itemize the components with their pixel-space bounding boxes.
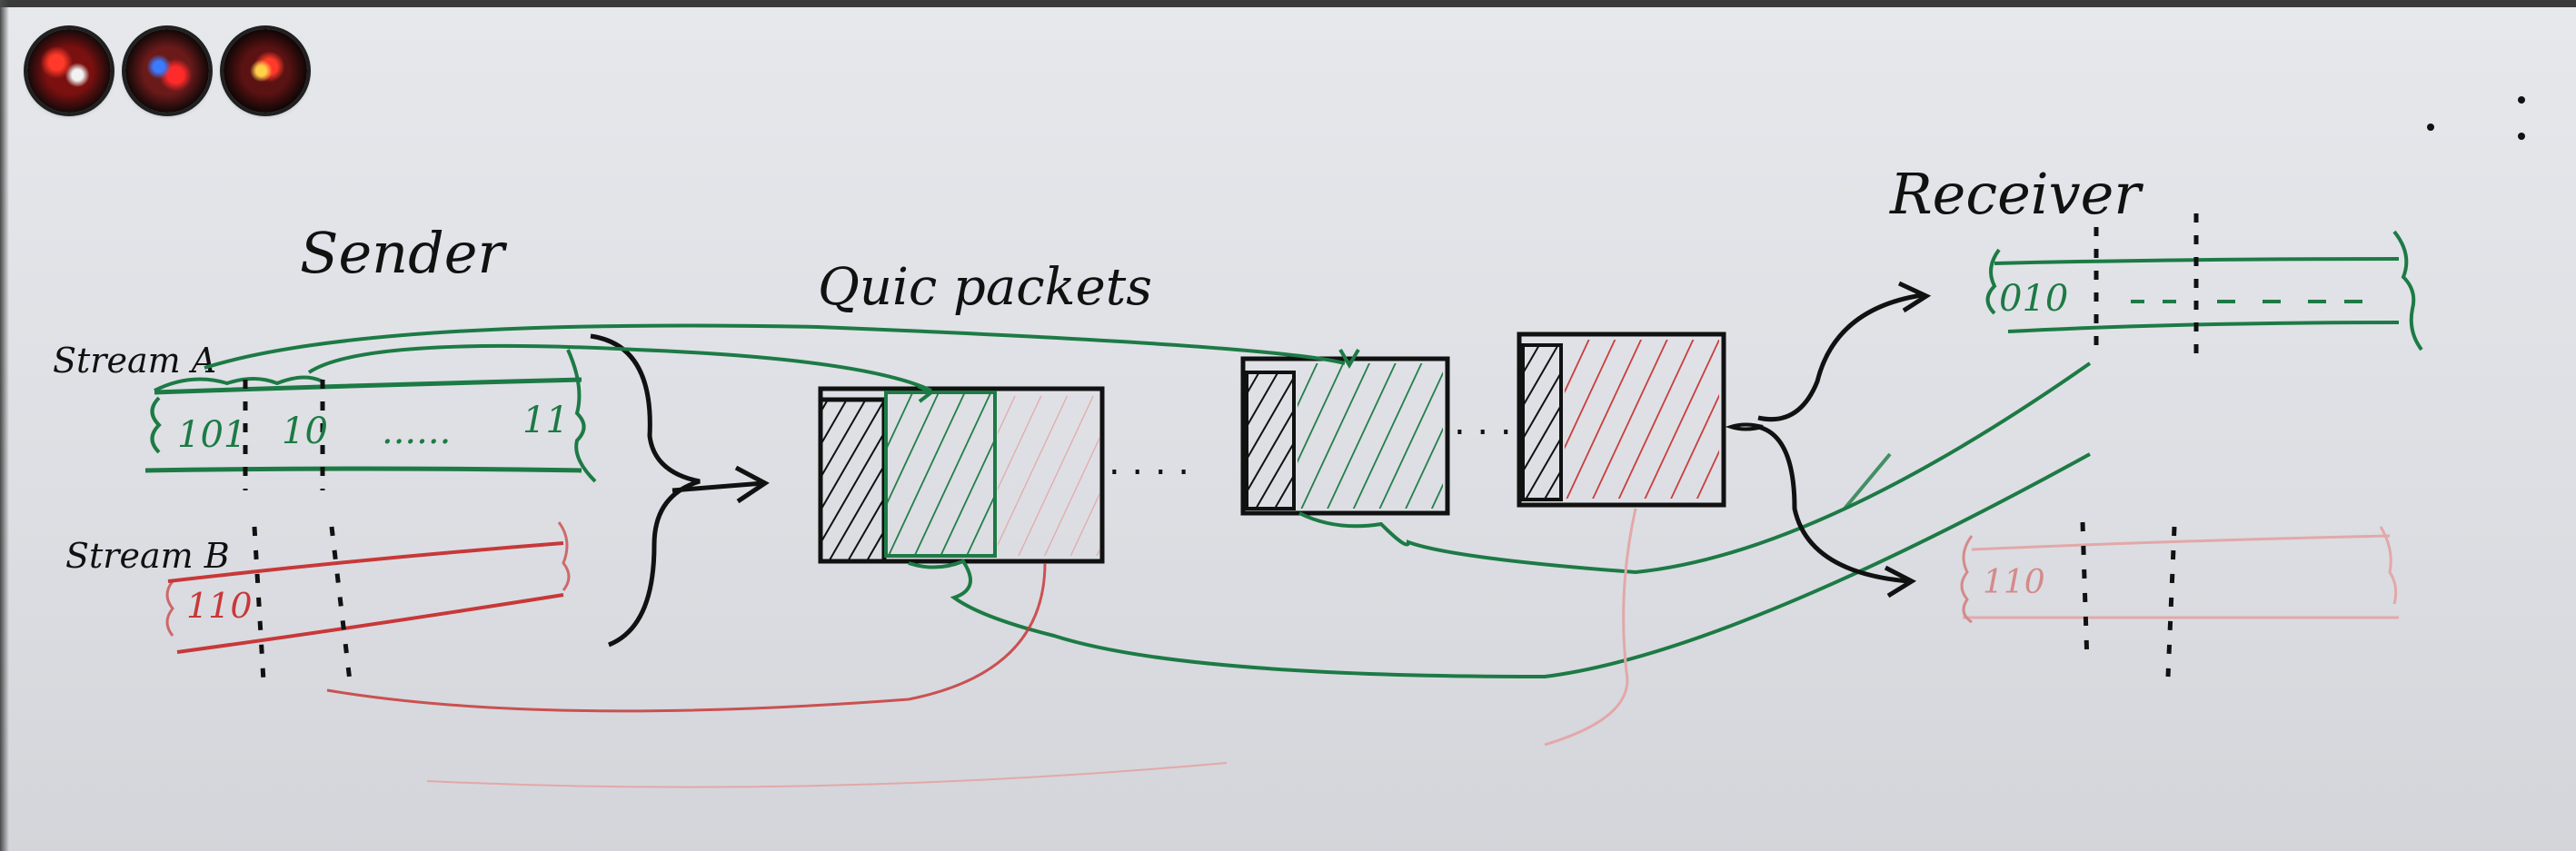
avatar[interactable] (125, 29, 209, 113)
arrow-icon (1897, 281, 1932, 313)
quic-packet (818, 386, 1105, 564)
receiver-title: Receiver (1889, 161, 2143, 227)
packet-ellipsis: . . . . (1109, 441, 1189, 483)
sender-title: Sender (300, 220, 507, 286)
arrow-icon (734, 465, 770, 504)
stream-b-bits: 110 (186, 586, 253, 626)
stream-a-bits-end: 11 (522, 400, 569, 441)
stream-a-bits: 10 (282, 411, 328, 452)
stream-a-label: Stream A (53, 341, 216, 381)
stream-a-gap: ...... (382, 411, 451, 452)
participant-avatars (27, 29, 307, 113)
receiver-stream-a-bits: 010 (1999, 278, 2068, 320)
sender-stream-b: 110 (165, 521, 571, 682)
sender-brace (590, 333, 701, 648)
receiver-stream-b: 110 (1960, 521, 2399, 678)
quic-packet (1240, 356, 1450, 516)
arrow-icon (1884, 565, 1917, 599)
whiteboard-top-edge (0, 0, 2576, 7)
stream-b-label: Stream B (65, 536, 230, 576)
packet-ellipsis: . . . (1454, 401, 1512, 443)
avatar[interactable] (27, 29, 111, 113)
avatar[interactable] (224, 29, 307, 113)
whiteboard-left-edge (0, 0, 9, 851)
sender-stream-a: 101 10 ...... 11 (144, 349, 597, 490)
quic-packets-title: Quic packets (818, 258, 1152, 317)
quic-packet (1517, 331, 1726, 508)
receiver-stream-b-bits: 110 (1983, 564, 2045, 601)
receiver-stream-a: 010 (1985, 213, 2423, 363)
stream-a-bits: 101 (177, 414, 246, 456)
